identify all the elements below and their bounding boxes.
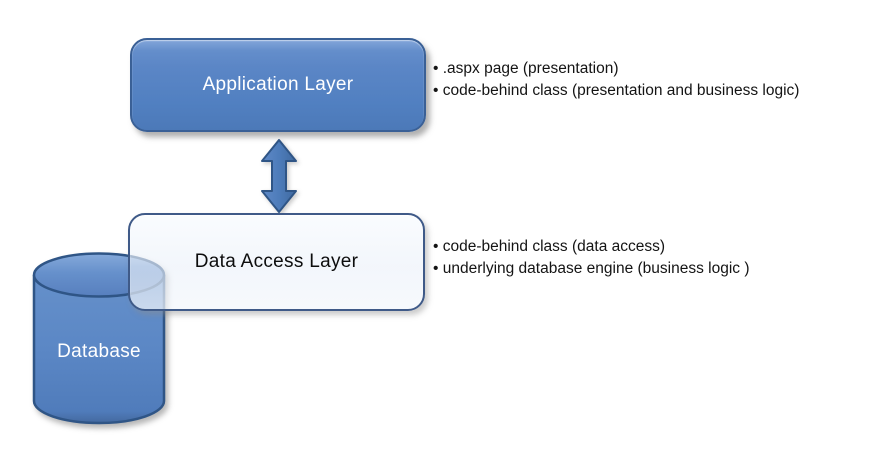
data-access-layer-label: Data Access Layer [194, 251, 359, 272]
application-layer-label: Application Layer [202, 74, 354, 95]
data-access-layer-box: Data Access Layer [128, 213, 425, 311]
application-layer-bullets: .aspx page (presentation) code-behind cl… [433, 58, 863, 102]
data-access-layer-bullets: code-behind class (data access) underlyi… [433, 236, 863, 280]
bullet-item: .aspx page (presentation) [433, 58, 863, 80]
database-label: Database [57, 341, 141, 362]
application-layer-box: Application Layer [130, 38, 426, 132]
bullet-item: code-behind class (presentation and busi… [433, 80, 863, 102]
bullet-item: underlying database engine (business log… [433, 258, 863, 280]
bullet-item: code-behind class (data access) [433, 236, 863, 258]
double-arrow-icon [258, 137, 300, 215]
